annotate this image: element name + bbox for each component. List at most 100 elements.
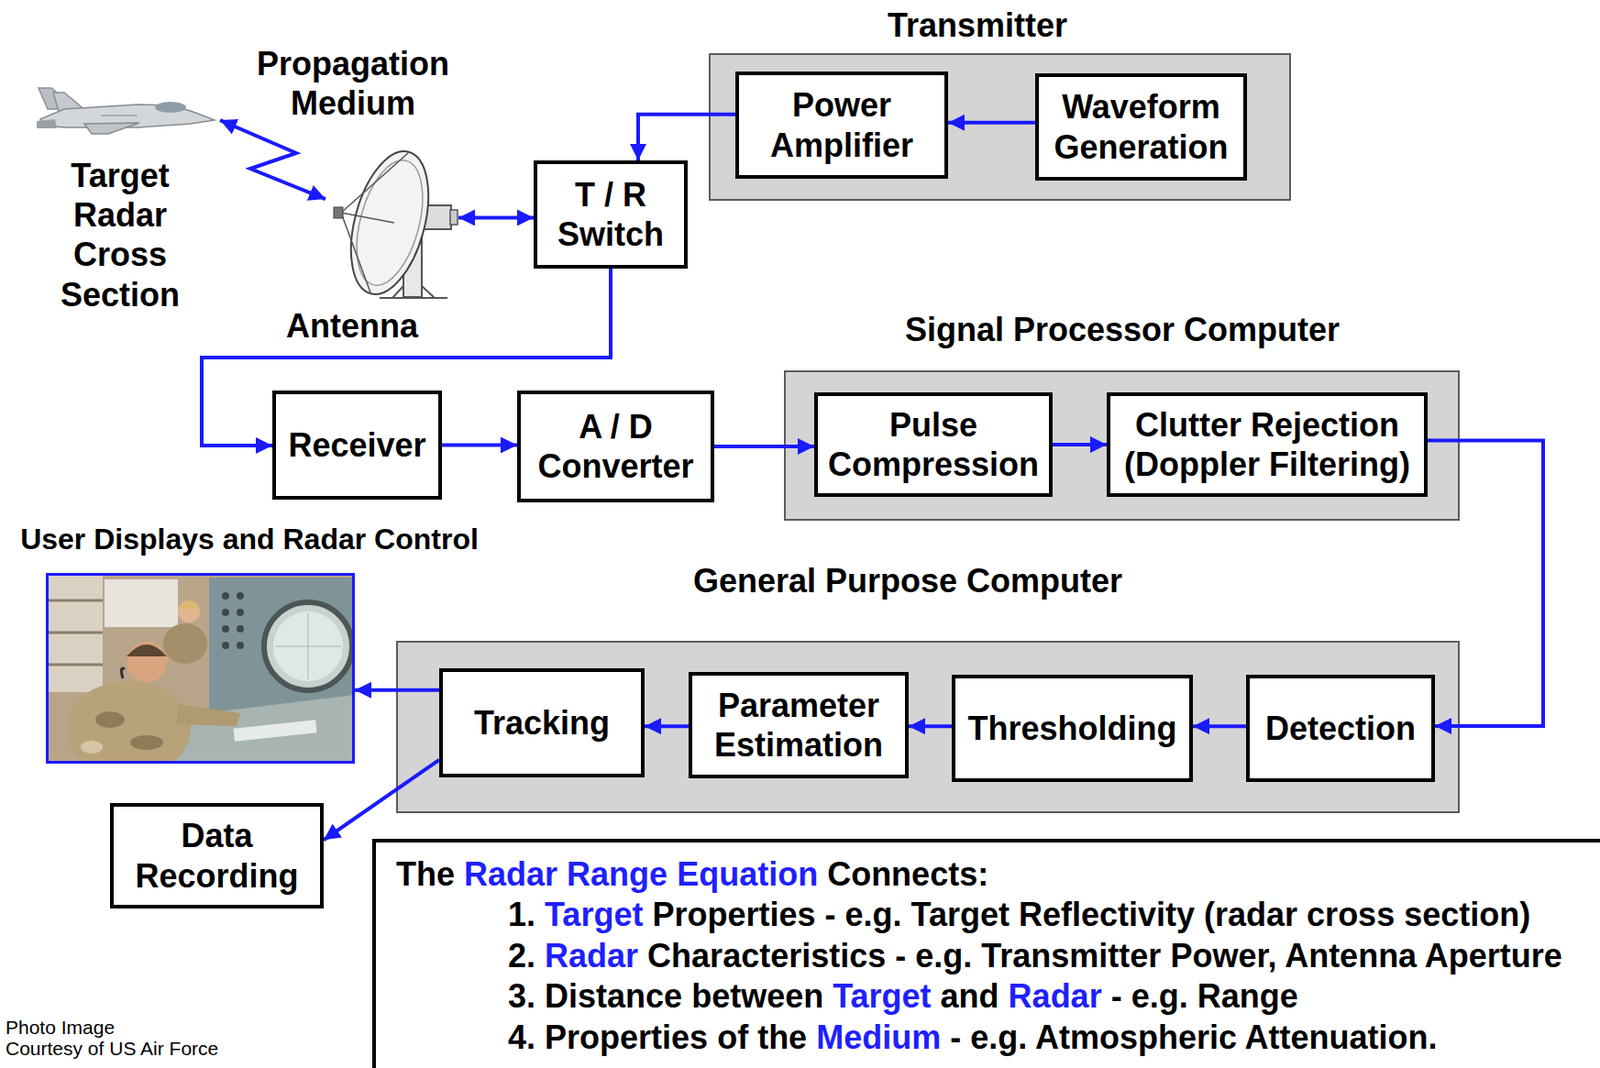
text-run: Target	[544, 895, 643, 934]
text-run: 1.	[507, 895, 536, 934]
flow-arrow	[644, 724, 689, 729]
note-box: The Radar Range Equation Connects:1. Tar…	[372, 838, 1600, 1068]
flow-arrow	[441, 443, 518, 448]
flow-arrow	[323, 760, 440, 840]
text-run	[535, 977, 545, 1016]
text-slot: Target Radar Cross Section	[37, 155, 203, 315]
text-run: e.g.	[970, 1018, 1027, 1057]
subsystem-band: General Purpose ComputerTrackingParamete…	[396, 640, 1460, 814]
node-heading: Transmitter	[784, 5, 1170, 45]
text-slot: 4. Properties of the Medium - e.g. Atmos…	[507, 1017, 1438, 1058]
flow-arrow	[908, 724, 952, 729]
antenna-figure	[333, 143, 458, 303]
text-run: of	[717, 1018, 749, 1057]
note-line: 1. Target Properties - e.g. Target Refle…	[507, 894, 1531, 935]
text-run: cross	[1306, 895, 1395, 934]
text-run: Target	[832, 977, 931, 1016]
text-run	[535, 1018, 545, 1057]
box-label: Clutter Rejection (Doppler Filtering)	[1117, 405, 1417, 485]
text-run: Aperture	[1424, 937, 1563, 975]
process-box: T / R Switch	[533, 160, 688, 269]
text-run	[1416, 937, 1425, 975]
box-label: Tracking	[474, 703, 610, 743]
text-run: Attenuation.	[1245, 1018, 1438, 1057]
text-run: Radar	[544, 937, 639, 975]
text-run: Target	[911, 895, 1010, 934]
flow-arrow	[948, 121, 1036, 125]
operators-photo	[45, 573, 355, 764]
credit-note: Photo Image	[5, 1016, 115, 1038]
text-run: Radar	[1008, 977, 1103, 1016]
flow-arrow	[220, 120, 326, 199]
text-run	[1122, 977, 1132, 1016]
text-slot: General Purpose Computer	[623, 561, 1192, 601]
text-run: -	[825, 895, 837, 934]
text-run: Antenna	[1284, 937, 1417, 975]
text-run: Reflectivity	[1018, 895, 1195, 934]
text-run: The	[396, 855, 455, 894]
process-box: A / D Converter	[517, 390, 715, 503]
note-line: 2. Radar Characteristics - e.g. Transmit…	[507, 936, 1563, 976]
flow-arrow	[714, 444, 815, 449]
process-box: Pulse Compression	[814, 392, 1053, 497]
text-run	[1026, 1018, 1036, 1057]
text-run: 2.	[507, 937, 536, 975]
flow-arrow	[1427, 440, 1544, 727]
text-run	[535, 937, 545, 975]
text-slot: 2. Radar Characteristics - e.g. Transmit…	[507, 936, 1563, 976]
text-run	[1009, 895, 1019, 934]
process-box: Detection	[1246, 674, 1435, 783]
text-run: Atmospheric	[1035, 1018, 1237, 1057]
text-run: Characteristics	[647, 937, 886, 975]
text-run: and	[940, 977, 1000, 1016]
text-run: -	[1111, 977, 1123, 1016]
box-label: Data Recording	[121, 816, 313, 895]
process-box: Data Recording	[110, 803, 324, 909]
text-run	[748, 1018, 758, 1057]
text-run	[817, 855, 828, 894]
text-run	[1188, 977, 1198, 1016]
text-run	[1194, 895, 1204, 934]
text-slot: User Displays and Radar Control	[6, 521, 493, 557]
box-label: Pulse Compression	[825, 405, 1042, 485]
node-heading: Signal Processor Computer	[838, 309, 1407, 350]
text-slot: 3. Distance between Target and Radar - e…	[507, 976, 1299, 1016]
box-label: Receiver	[287, 425, 426, 465]
text-run	[940, 1018, 950, 1057]
subsystem-band: TransmitterPower AmplifierWaveform Gener…	[708, 53, 1292, 201]
text-run: Range	[566, 855, 668, 894]
text-run: Properties	[651, 895, 816, 934]
text-run: Range	[1197, 977, 1299, 1016]
text-run	[931, 977, 941, 1016]
text-run	[1236, 1018, 1246, 1057]
text-run: Transmitter	[981, 937, 1161, 975]
text-run	[885, 937, 895, 975]
node-heading: User Displays and Radar Control	[6, 521, 493, 557]
label-slot: Propagation Medium	[242, 44, 464, 123]
text-run	[1297, 895, 1307, 934]
process-box: Power Amplifier	[735, 71, 949, 179]
text-run	[999, 977, 1009, 1016]
text-run	[1276, 937, 1285, 975]
text-run: Power,	[1169, 937, 1277, 975]
note-line: 3. Distance between Target and Radar - e…	[507, 976, 1299, 1016]
box-label: T / R Switch	[544, 175, 677, 254]
note-line: The Radar Range Equation Connects:	[396, 854, 989, 894]
text-run	[682, 977, 692, 1016]
text-run: 4.	[507, 1018, 536, 1057]
text-run	[836, 895, 846, 934]
text-run: Medium	[816, 1018, 941, 1057]
display-photo: User Displays and Radar Control	[45, 573, 355, 764]
text-run	[557, 855, 567, 894]
text-run	[1160, 937, 1170, 975]
aircraft-figure	[36, 88, 215, 134]
text-run	[960, 1018, 971, 1057]
text-slot: Signal Processor Computer	[838, 309, 1407, 350]
box-label: A / D Converter	[528, 407, 704, 486]
text-run	[638, 937, 648, 975]
text-run	[905, 937, 916, 975]
box-label: Thresholding	[968, 708, 1178, 749]
process-box: Thresholding	[951, 674, 1193, 783]
text-run	[1394, 895, 1404, 934]
target-node: Target Radar Cross Section	[27, 82, 221, 321]
